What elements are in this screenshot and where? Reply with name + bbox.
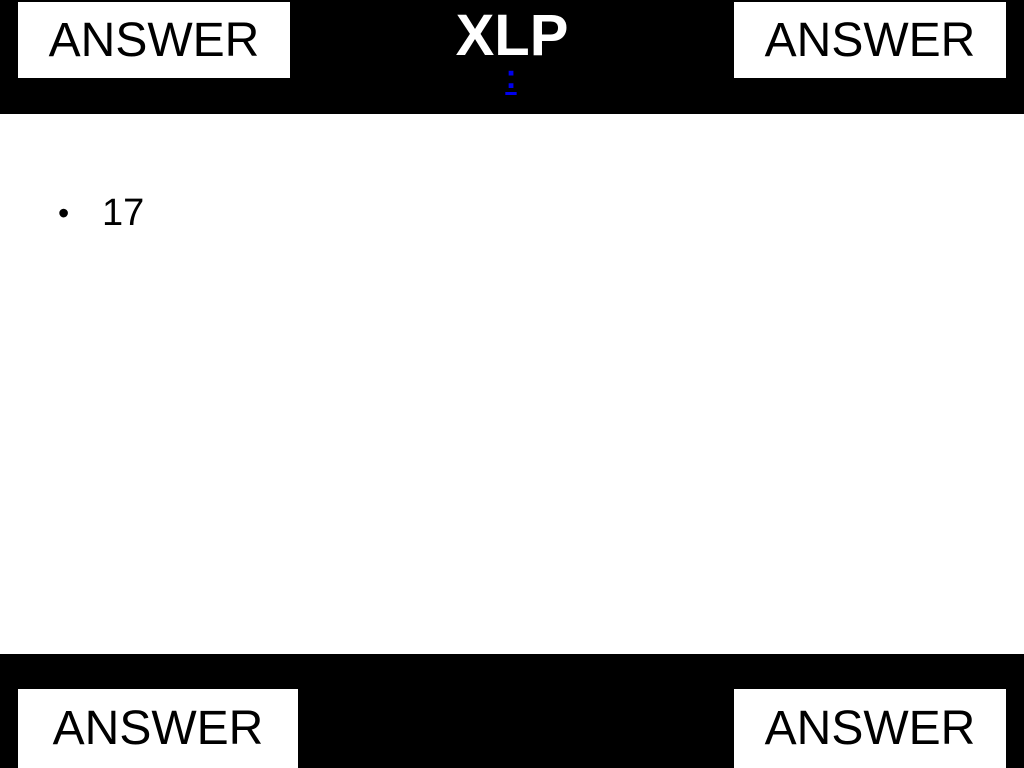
colon-link[interactable]: : (505, 58, 517, 96)
list-item: • 17 (58, 190, 144, 236)
bullet-icon: • (58, 195, 70, 231)
answer-button-top-right[interactable]: ANSWER (734, 2, 1006, 78)
list-item-text: 17 (102, 192, 145, 234)
answer-button-bottom-left[interactable]: ANSWER (18, 689, 298, 768)
content-list: • 17 (58, 190, 144, 236)
answer-button-bottom-right[interactable]: ANSWER (734, 689, 1006, 768)
answer-button-top-left[interactable]: ANSWER (18, 2, 290, 78)
slide-title: XLP (455, 3, 569, 68)
